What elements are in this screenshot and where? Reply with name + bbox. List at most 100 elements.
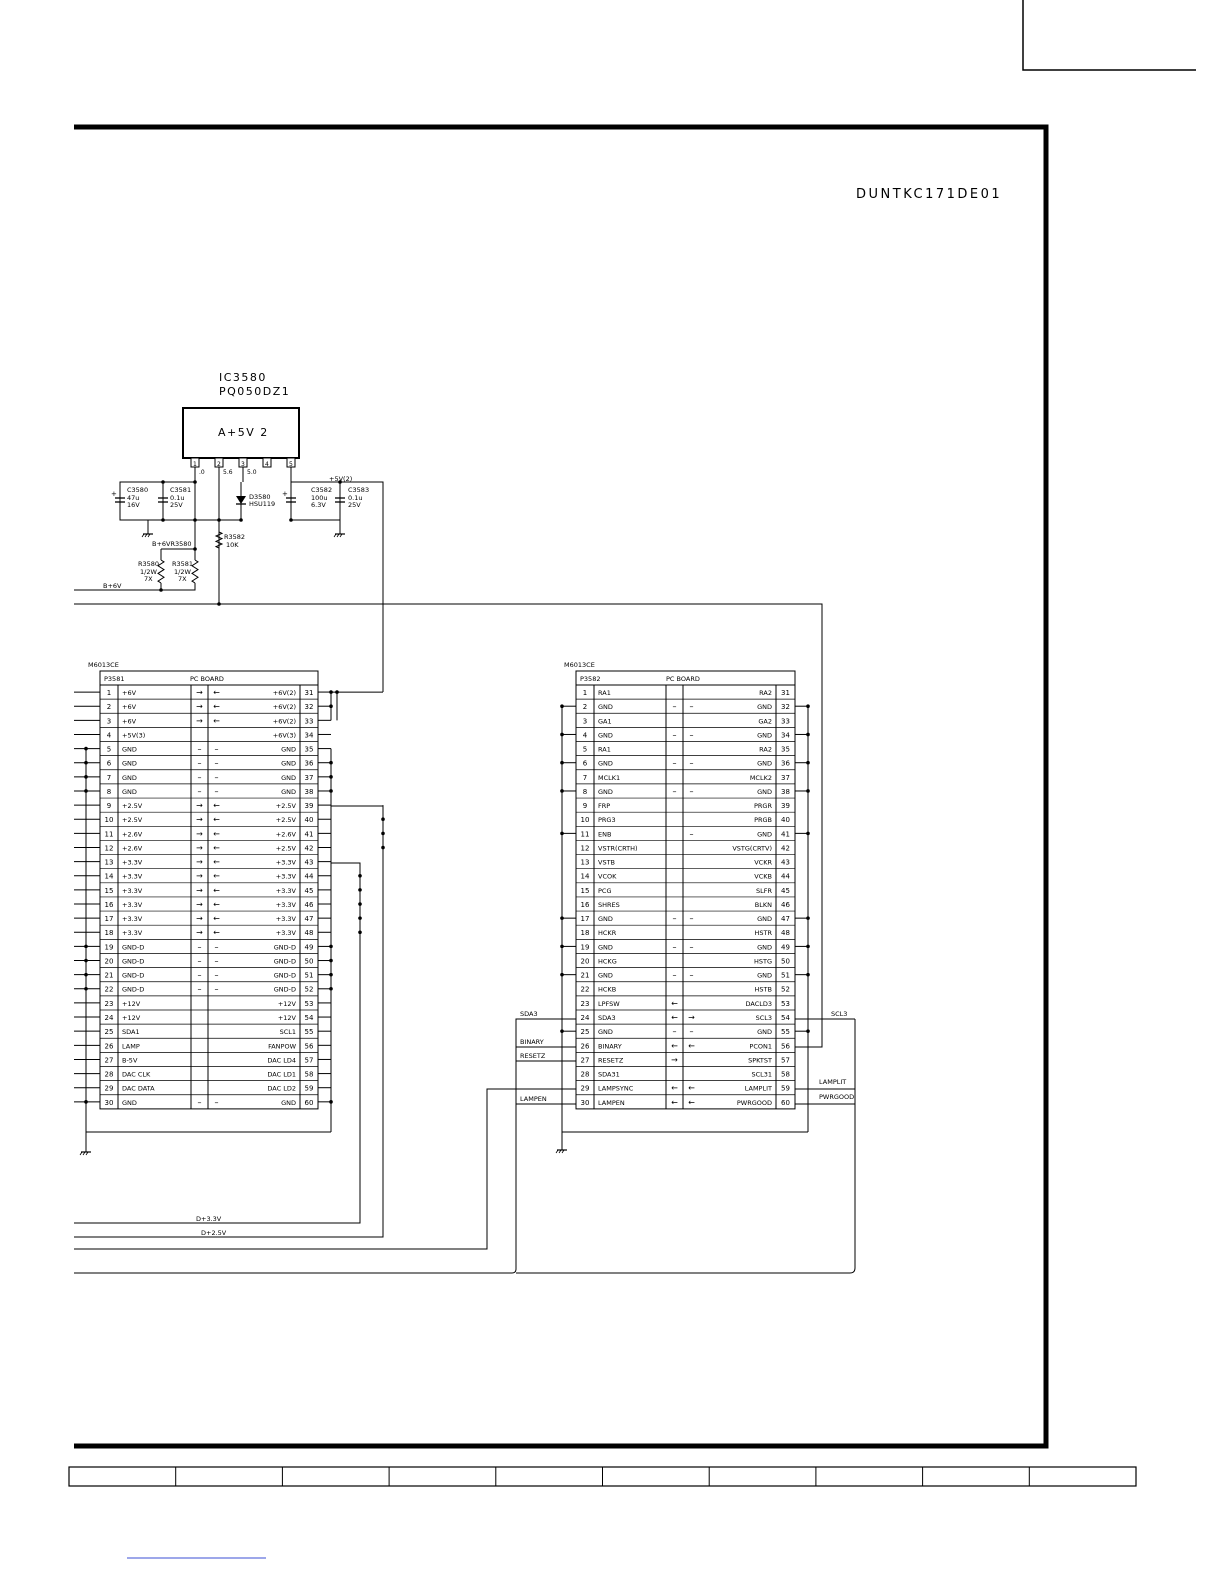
junction-dot xyxy=(560,760,564,765)
regulator-body-label: A+5V 2 xyxy=(218,426,269,439)
direction-mark: ← xyxy=(671,1098,678,1107)
connector-type: M6013CE xyxy=(564,661,595,669)
pin-number: 49 xyxy=(781,943,790,951)
direction-mark: – xyxy=(198,759,202,768)
junction-dot xyxy=(239,518,243,522)
direction-mark: ← xyxy=(213,886,220,895)
component-value: 47u xyxy=(127,494,139,502)
pin-signal-left: LPFSW xyxy=(598,1000,620,1008)
component-value: 6.3V xyxy=(311,501,326,509)
pin-number: 2 xyxy=(583,703,587,711)
pin-number: 31 xyxy=(305,689,314,697)
pin-number: 52 xyxy=(305,986,314,994)
pin-signal-right: DAC LD4 xyxy=(267,1056,296,1064)
pin-number: 28 xyxy=(105,1071,114,1079)
pin-number: 49 xyxy=(305,943,314,951)
pin-number: 47 xyxy=(305,915,314,923)
pin-signal-right: GND xyxy=(281,746,296,754)
pin-number: 9 xyxy=(583,802,587,810)
pin-signal-right: SPKTST xyxy=(748,1056,772,1064)
pin-signal-left: +12V xyxy=(122,1014,141,1022)
pin-number: 37 xyxy=(781,774,790,782)
pin-signal-right: GND xyxy=(757,1028,772,1036)
pin-signal-left: LAMP xyxy=(122,1042,140,1050)
direction-mark: → xyxy=(196,815,203,824)
direction-mark: – xyxy=(198,773,202,782)
junction-dot xyxy=(84,944,88,949)
direction-mark: → xyxy=(196,914,203,923)
pin-signal-right: GND xyxy=(757,972,772,980)
pin-number: 10 xyxy=(581,816,590,824)
pin-number: 30 xyxy=(105,1099,114,1107)
pin-signal-right: HSTG xyxy=(754,957,772,965)
junction-dot xyxy=(329,944,333,949)
pin-signal-right: PCON1 xyxy=(749,1042,772,1050)
junction-dot xyxy=(84,789,88,793)
junction-dot xyxy=(560,916,564,920)
pin-number: 27 xyxy=(105,1056,114,1064)
pin-signal-left: +2.5V xyxy=(122,802,143,810)
pin-number: 19 xyxy=(581,943,590,951)
pin-number: 37 xyxy=(305,774,314,782)
direction-mark: ← xyxy=(671,1041,678,1050)
pin-signal-left: GND xyxy=(598,943,613,951)
pin-number: 50 xyxy=(305,957,314,965)
pin-signal-right: GND-D xyxy=(274,943,296,951)
pin-signal-right: +3.3V xyxy=(276,859,297,867)
direction-mark: ← xyxy=(213,900,220,909)
pin-number: 4 xyxy=(107,731,112,739)
ground-symbol xyxy=(79,1146,91,1156)
pin-signal-right: GND-D xyxy=(274,986,296,994)
component-value: 0.1u xyxy=(348,494,362,502)
pin-number: 33 xyxy=(781,717,790,725)
pin-number: 43 xyxy=(305,859,314,867)
pin-number: 39 xyxy=(305,802,314,810)
pin-signal-left: RA1 xyxy=(598,689,611,697)
pin-number: 27 xyxy=(581,1056,590,1064)
pin-number: 25 xyxy=(105,1028,114,1036)
signal-label-binary: BINARY xyxy=(520,1038,544,1046)
pin-signal-right: GND xyxy=(757,731,772,739)
pin-signal-right: +2.5V xyxy=(276,816,297,824)
pin-signal-right: +6V(3) xyxy=(273,731,296,739)
component-value: 10K xyxy=(226,541,239,549)
direction-mark: – xyxy=(690,829,694,838)
direction-mark: – xyxy=(673,971,677,980)
direction-mark: – xyxy=(690,730,694,739)
pin-number: 21 xyxy=(105,972,114,980)
pin-number: 1 xyxy=(583,689,587,697)
pin-number: 60 xyxy=(305,1099,314,1107)
pin-number: 57 xyxy=(305,1056,314,1064)
pin-signal-right: +12V xyxy=(278,1000,297,1008)
pin-number: 47 xyxy=(781,915,790,923)
pin-number: 53 xyxy=(781,1000,790,1008)
pin-signal-left: +3.3V xyxy=(122,929,143,937)
pin-signal-left: GND xyxy=(122,1099,137,1107)
pin-number: 45 xyxy=(781,887,790,895)
connector-ref: P3581 xyxy=(104,675,124,683)
pin-signal-left: PRG3 xyxy=(598,816,616,824)
pin-number: 46 xyxy=(781,901,790,909)
pin-signal-right: GND xyxy=(281,788,296,796)
direction-mark: → xyxy=(196,928,203,937)
direction-mark: ← xyxy=(688,1041,695,1050)
pin-signal-right: GND xyxy=(757,943,772,951)
pin-signal-right: GND xyxy=(757,915,772,923)
pin-signal-left: GND xyxy=(598,1028,613,1036)
junction-dot xyxy=(84,986,88,991)
component-ref: D3580 xyxy=(249,493,271,501)
pin-number: 46 xyxy=(305,901,314,909)
net-label-b6v: B+6V xyxy=(103,582,122,590)
